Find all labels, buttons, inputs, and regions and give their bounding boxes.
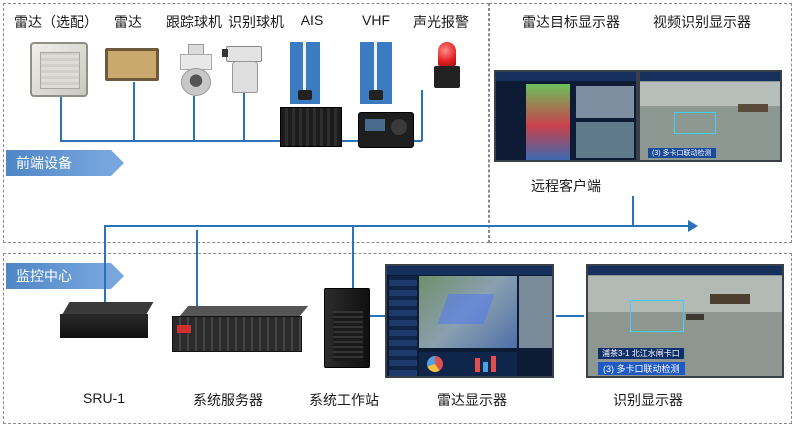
front-bus-line — [60, 140, 422, 142]
backbone-arrowhead — [688, 220, 698, 232]
drop-sru — [104, 226, 106, 314]
remote-zone-frame — [489, 3, 792, 243]
label-dome-camera: 跟踪球机 — [166, 14, 222, 30]
link-recognition-monitor — [556, 315, 584, 317]
label-remote-client: 远程客户端 — [531, 178, 601, 194]
label-system-server: 系统服务器 — [193, 392, 263, 408]
label-remote-video-display: 视频识别显示器 — [653, 14, 751, 30]
label-recognition-monitor: 识别显示器 — [613, 392, 683, 408]
label-sru: SRU-1 — [82, 390, 126, 406]
recognition-banner-line1: 浦茶3-1 北江水闸卡口 — [598, 348, 684, 359]
recognition-banner-line2: (3) 多卡口联动检测 — [598, 362, 685, 375]
remote-uplink — [632, 196, 634, 226]
sru-box-icon — [58, 302, 158, 350]
backbone-line — [104, 225, 690, 227]
link-radar-monitor — [370, 315, 386, 317]
radar-panel-icon — [30, 42, 88, 97]
label-ais: AIS — [300, 12, 324, 28]
remote-video-screen: (3) 多卡口联动检测 — [638, 70, 782, 162]
label-radar-optional: 雷达（选配） — [14, 14, 98, 30]
label-radar: 雷达 — [114, 14, 142, 30]
radar-flat-icon — [105, 48, 159, 81]
ais-antenna-icon — [290, 42, 320, 104]
recognition-monitor-screen: 浦茶3-1 北江水闸卡口 (3) 多卡口联动检测 — [586, 264, 784, 378]
remote-video-banner: (3) 多卡口联动检测 — [648, 148, 716, 158]
drop-alarm — [421, 90, 423, 141]
dome-camera-icon — [178, 44, 212, 96]
vhf-radio-icon — [358, 112, 414, 148]
drop-server — [196, 230, 198, 308]
rack-server-icon — [172, 306, 309, 354]
front-zone-frame — [3, 3, 489, 243]
tower-pc-icon — [324, 288, 370, 368]
label-workstation: 系统工作站 — [309, 392, 379, 408]
remote-radar-screen — [494, 70, 638, 162]
drop-radar — [133, 82, 135, 141]
label-alarm: 声光报警 — [413, 14, 469, 30]
drop-workstation — [352, 226, 354, 290]
ais-receiver-box — [280, 107, 342, 147]
drop-dome — [193, 96, 195, 141]
label-ptz-camera: 识别球机 — [228, 14, 284, 30]
label-radar-monitor: 雷达显示器 — [437, 392, 507, 408]
radar-monitor-screen — [385, 264, 554, 378]
monitor-zone-frame — [3, 253, 792, 424]
label-vhf: VHF — [362, 12, 390, 28]
ptz-camera-icon — [222, 44, 264, 93]
vhf-antenna-icon — [360, 42, 392, 104]
label-remote-radar-display: 雷达目标显示器 — [522, 14, 620, 30]
monitor-zone-tag: 监控中心 — [6, 263, 124, 289]
alarm-light-icon — [434, 42, 460, 90]
drop-ptz — [243, 92, 245, 141]
drop-radar-optional — [60, 95, 62, 141]
front-zone-tag: 前端设备 — [6, 150, 124, 176]
